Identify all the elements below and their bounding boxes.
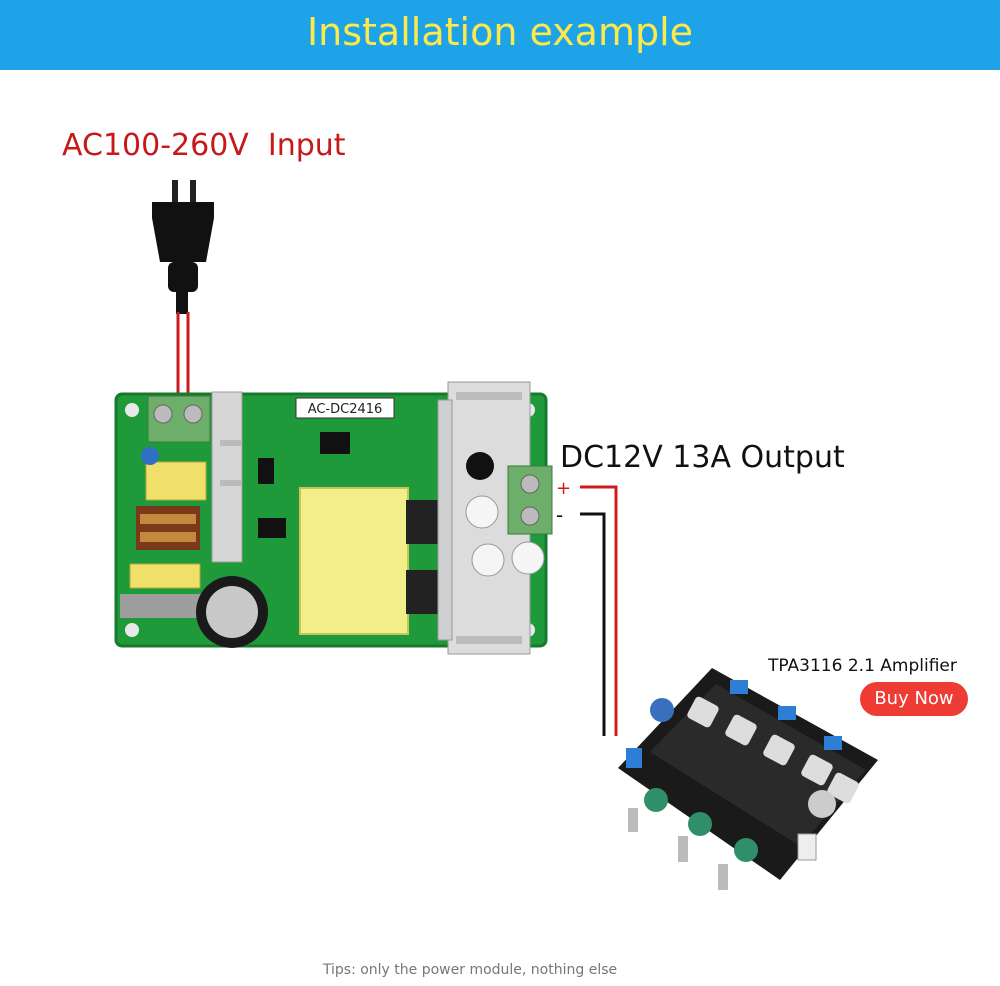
power-plug-icon xyxy=(152,180,214,314)
ac-input-label: AC100-260V Input xyxy=(62,128,346,163)
plus-sign: + xyxy=(556,478,571,499)
page-title: Installation example xyxy=(306,10,694,54)
header-banner: Installation example xyxy=(0,0,1000,70)
buy-now-button[interactable]: Buy Now xyxy=(860,682,968,716)
power-module-board: AC-DC2416 xyxy=(114,381,553,655)
board-model-label: AC-DC2416 xyxy=(308,402,383,417)
minus-sign: - xyxy=(556,503,563,527)
ac-wires xyxy=(176,312,190,400)
tips-text: Tips: only the power module, nothing els… xyxy=(322,962,618,978)
amplifier-label: TPA3116 2.1 Amplifier xyxy=(768,656,957,676)
amplifier-board xyxy=(618,668,878,890)
dc-wires xyxy=(580,485,618,736)
dc-output-label: DC12V 13A Output xyxy=(560,440,845,475)
